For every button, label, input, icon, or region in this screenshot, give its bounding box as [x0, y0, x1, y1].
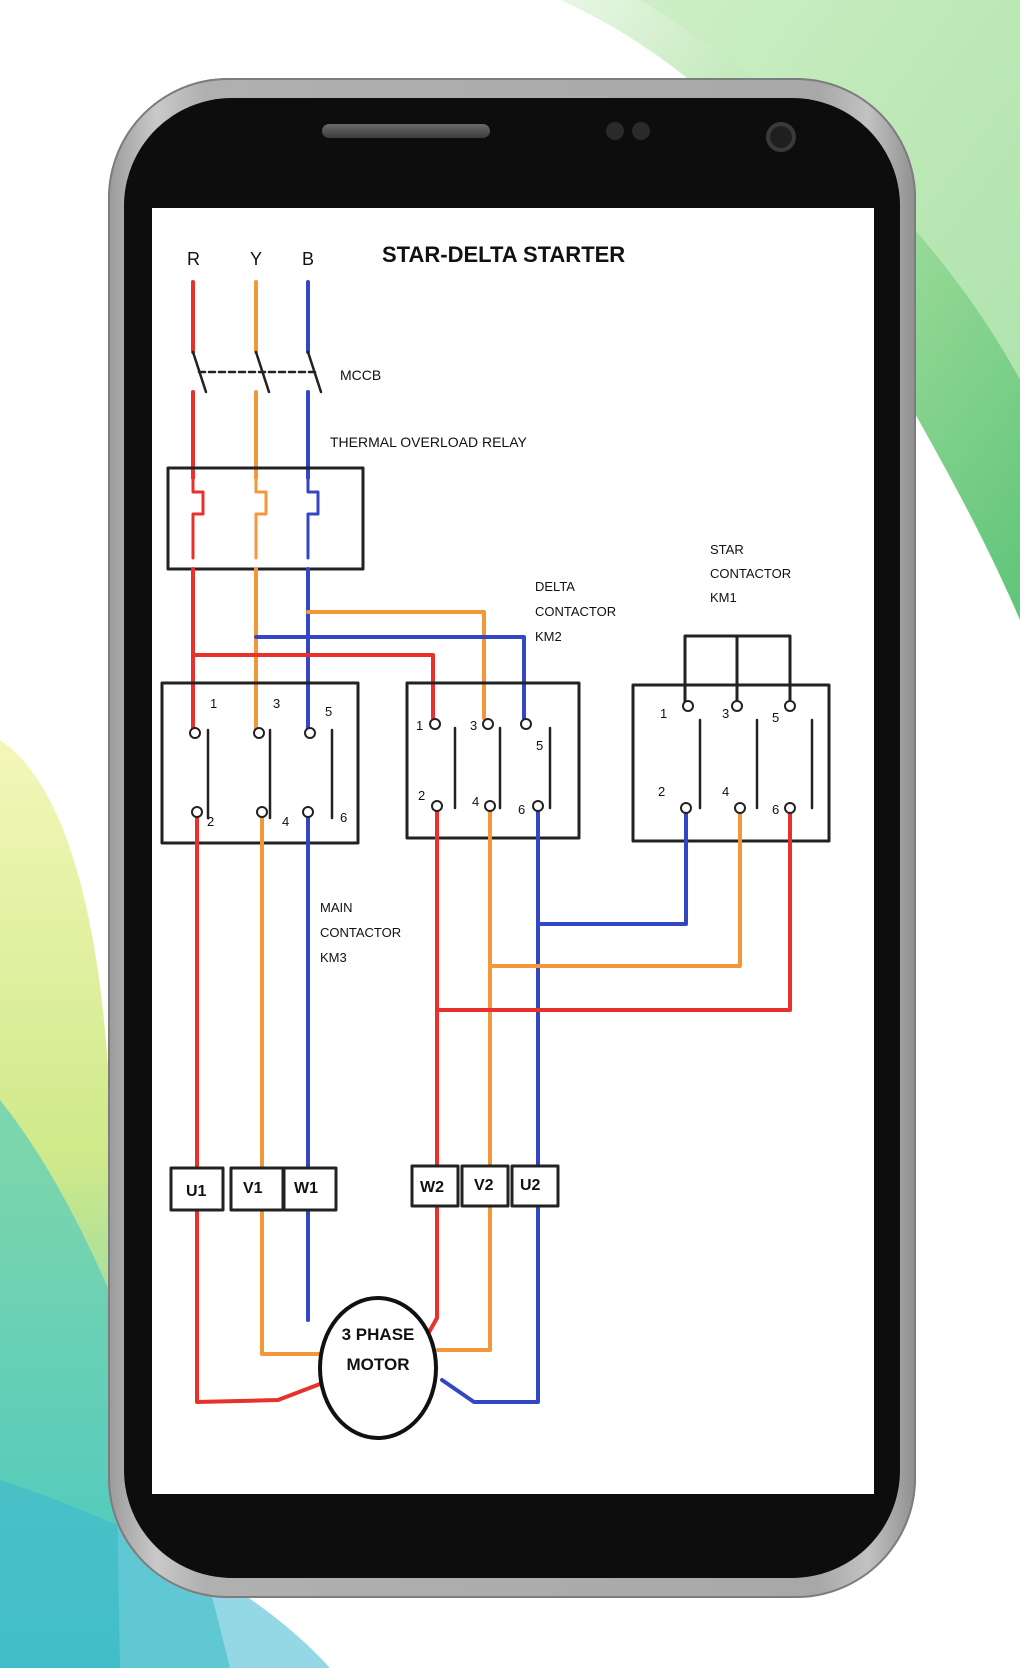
main-label-1: MAIN [320, 900, 353, 915]
wire-v1-motor [260, 1208, 322, 1356]
main-pin-6: 6 [340, 810, 347, 825]
wire-u1-motor [195, 1208, 322, 1404]
terminal-u1: U1 [186, 1183, 207, 1200]
proximity-sensor-icon [606, 122, 624, 140]
delta-contactor-contacts [453, 726, 552, 810]
mccb-label: MCCB [340, 367, 381, 383]
wire-b-to-delta [254, 635, 526, 720]
wire-v2-motor [436, 1204, 492, 1352]
delta-label-1: DELTA [535, 579, 575, 594]
delta-pin-1: 1 [416, 718, 423, 733]
overload-label: THERMAL OVERLOAD RELAY [330, 434, 527, 450]
main-pin-5: 5 [325, 704, 332, 719]
terminal-u2: U2 [520, 1177, 541, 1194]
mccb-switch [191, 350, 323, 394]
overload-relay-box [166, 466, 365, 571]
terminal-block-left [169, 1166, 338, 1212]
wire-u2-motor [440, 1204, 540, 1404]
wire-w2-motor [426, 1204, 439, 1336]
wire-orange-to-star [488, 806, 742, 968]
motor-label-2: MOTOR [347, 1355, 410, 1374]
speaker-grille-icon [322, 124, 490, 138]
delta-pin-2: 2 [418, 788, 425, 803]
star-pin-4: 4 [722, 784, 729, 799]
star-contactor-contacts [698, 718, 814, 810]
star-contactor-box [631, 683, 831, 843]
terminal-w1: W1 [294, 1180, 318, 1197]
terminal-block-right [410, 1164, 560, 1208]
terminal-v2: V2 [474, 1177, 494, 1194]
motor-label-1: 3 PHASE [342, 1325, 415, 1344]
front-camera-icon [770, 126, 792, 148]
phone-screen [152, 208, 874, 1494]
delta-pin-5: 5 [536, 738, 543, 753]
wire-blue-to-star [536, 806, 688, 926]
main-pin-2: 2 [207, 814, 214, 829]
wire-r-to-delta [191, 653, 435, 720]
phase-label-r: R [187, 249, 200, 269]
star-label-1: STAR [710, 542, 744, 557]
wire-y-to-delta [306, 610, 486, 720]
delta-label-3: KM2 [535, 629, 562, 644]
star-pin-6: 6 [772, 802, 779, 817]
main-pin-1: 1 [210, 696, 217, 711]
main-pin-3: 3 [273, 696, 280, 711]
main-contactor-contacts [206, 728, 334, 820]
diagram-title: STAR-DELTA STARTER [382, 242, 625, 267]
phase-label-b: B [302, 249, 314, 269]
main-label-2: CONTACTOR [320, 925, 401, 940]
delta-pin-4: 4 [472, 794, 479, 809]
delta-contactor-box [405, 681, 581, 840]
star-pin-3: 3 [722, 706, 729, 721]
delta-label-2: CONTACTOR [535, 604, 616, 619]
motor-circle [318, 1296, 438, 1440]
main-label-3: KM3 [320, 950, 347, 965]
terminal-w2: W2 [420, 1179, 444, 1196]
contact-dots [189, 700, 796, 818]
star-label-2: CONTACTOR [710, 566, 791, 581]
light-sensor-icon [632, 122, 650, 140]
star-bridge [683, 634, 792, 707]
star-pin-1: 1 [660, 706, 667, 721]
star-pin-2: 2 [658, 784, 665, 799]
star-label-3: KM1 [710, 590, 737, 605]
wire-red-to-star [435, 806, 792, 1012]
main-pin-4: 4 [282, 814, 289, 829]
star-pin-5: 5 [772, 710, 779, 725]
phase-label-y: Y [250, 249, 262, 269]
overload-heaters [191, 476, 320, 560]
delta-pin-6: 6 [518, 802, 525, 817]
delta-pin-3: 3 [470, 718, 477, 733]
terminal-v1: V1 [243, 1180, 263, 1197]
